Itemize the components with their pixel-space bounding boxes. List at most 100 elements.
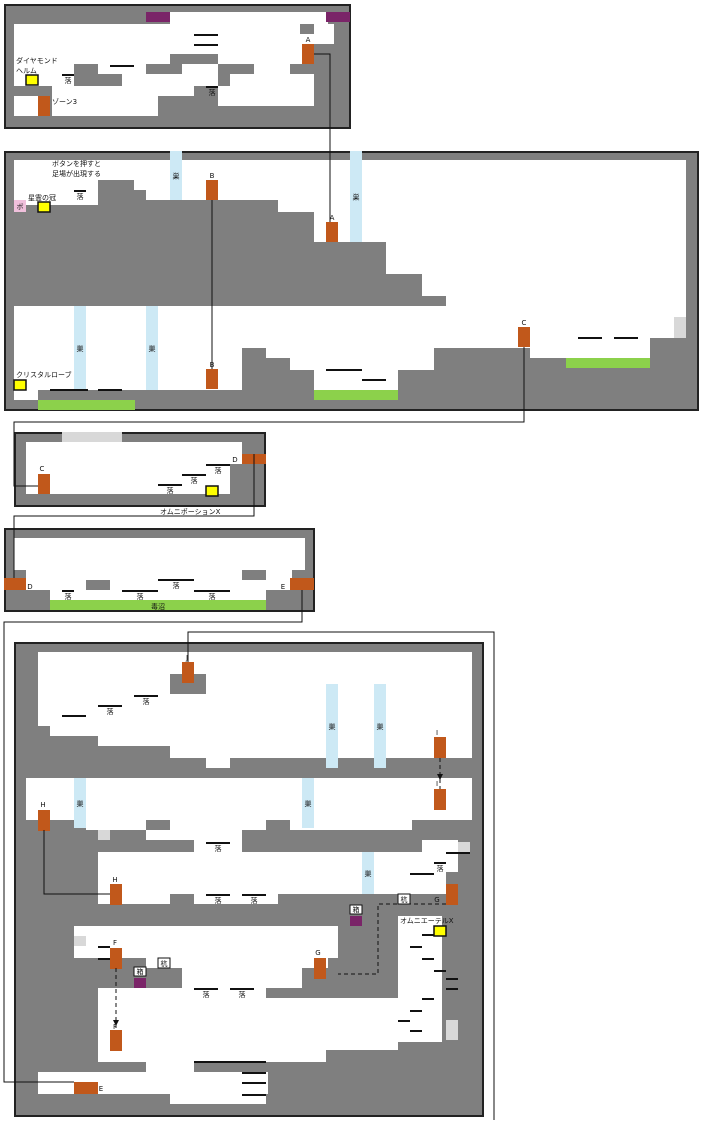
wall-block [218, 64, 230, 86]
fall-marker: 落 [209, 88, 216, 97]
poison-swamp-label: 毒沼 [151, 602, 165, 611]
arrow-head [113, 1020, 119, 1026]
zone-4-frame [4, 528, 315, 612]
wall-block [146, 64, 182, 74]
thin-platform [326, 369, 362, 371]
wall-block [98, 74, 122, 86]
connector-A [314, 53, 331, 222]
door-label-H: H [40, 801, 45, 809]
thin-platform [194, 1061, 266, 1063]
wall-block [146, 968, 182, 988]
thin-platform [410, 873, 434, 875]
pale-block [458, 842, 470, 852]
zone-3-frame [14, 432, 266, 507]
door-label-H: H [112, 876, 117, 884]
wall-block [98, 190, 146, 205]
fall-marker: 落 [215, 466, 222, 475]
zone-5-floor [206, 758, 230, 768]
door-label-I: I [436, 729, 438, 737]
door-E [290, 578, 314, 590]
fall-marker: 落 [239, 990, 246, 999]
wall-block [14, 213, 98, 306]
door-C [38, 474, 50, 494]
door-label-B: B [210, 361, 215, 369]
wall-block [230, 464, 244, 494]
zone-4-floor [50, 590, 266, 600]
waterfall [350, 151, 362, 242]
zone-5-floor [422, 840, 458, 870]
zone-5-floor [170, 1094, 266, 1104]
fall-marker: 落 [203, 990, 210, 999]
zone-top-frame [4, 4, 351, 129]
door-label-A: A [306, 36, 311, 44]
wall-block [242, 570, 266, 580]
door-label-F: F [113, 939, 117, 947]
wall-block [290, 64, 314, 74]
item-label: オムニエーテルX [400, 917, 454, 925]
zone-top-floor [14, 34, 314, 86]
thin-platform [446, 988, 458, 990]
wall-block [230, 64, 254, 74]
wall-block [242, 442, 266, 454]
door- [434, 789, 446, 810]
thin-platform [194, 590, 230, 592]
thin-platform [194, 44, 218, 46]
waterfall [326, 684, 338, 768]
zone-2-floor [386, 242, 686, 274]
purple-block [146, 12, 170, 22]
zone-2-floor [146, 190, 686, 200]
zone-top-floor [52, 96, 158, 116]
pit-label: 杭 [161, 959, 168, 968]
thin-platform [230, 988, 254, 990]
nest-marker: 巣 [149, 344, 156, 353]
pale-block [62, 432, 122, 442]
thin-platform [74, 190, 86, 192]
zone-5-floor [98, 894, 110, 904]
zone-5-floor [98, 852, 458, 894]
door-F [110, 1030, 122, 1051]
zone-5-floor [38, 1072, 268, 1094]
poison-swamp [50, 600, 266, 610]
waterfall [74, 306, 86, 390]
wall-block [74, 64, 98, 86]
box-marker [133, 966, 147, 977]
waterfall [302, 778, 314, 828]
zone-2-floor [422, 274, 686, 296]
wall-block [146, 820, 170, 830]
waterfall [146, 306, 158, 390]
door-A [302, 44, 314, 64]
wall-block [158, 106, 194, 116]
wall-block [194, 96, 218, 116]
door-G [314, 958, 326, 979]
door-label-G: G [434, 896, 439, 904]
map-labels: 落落Aゾーン3ダイヤモンドヘルム巣巣巣巣ボ星霊の冠ボタンを押すと足場が出現する落… [16, 36, 527, 1093]
wall-block [170, 894, 194, 904]
pale-block [674, 317, 686, 338]
door-H [110, 884, 122, 905]
connector-C [13, 347, 525, 487]
wall-block [266, 820, 290, 830]
item-label: クリスタルローブ [16, 370, 72, 379]
features [4, 12, 686, 1096]
thin-platform [578, 337, 602, 339]
treasure-chest [37, 201, 51, 213]
door-label-D: D [27, 583, 32, 591]
door-E [74, 1082, 98, 1094]
fall-marker: 落 [215, 896, 222, 905]
zone-5-floor [98, 988, 398, 1050]
fall-marker: 落 [437, 864, 444, 873]
door-label-B: B [210, 172, 215, 180]
wall-block [38, 768, 472, 778]
thin-platform [434, 862, 446, 864]
item-label: ダイヤモンドヘルム [16, 56, 58, 75]
zone-5-floor [98, 958, 328, 968]
wall-block [266, 988, 302, 998]
zone-2-floor [134, 180, 686, 190]
zone-2-floor [14, 348, 242, 390]
button-hint: ボタンを押すと足場が出現する [52, 159, 101, 178]
thin-platform [62, 74, 74, 76]
thin-platform [446, 852, 470, 854]
poison-swamp [566, 358, 650, 368]
door-label-J: J [185, 654, 188, 662]
treasure-chest [205, 485, 219, 497]
